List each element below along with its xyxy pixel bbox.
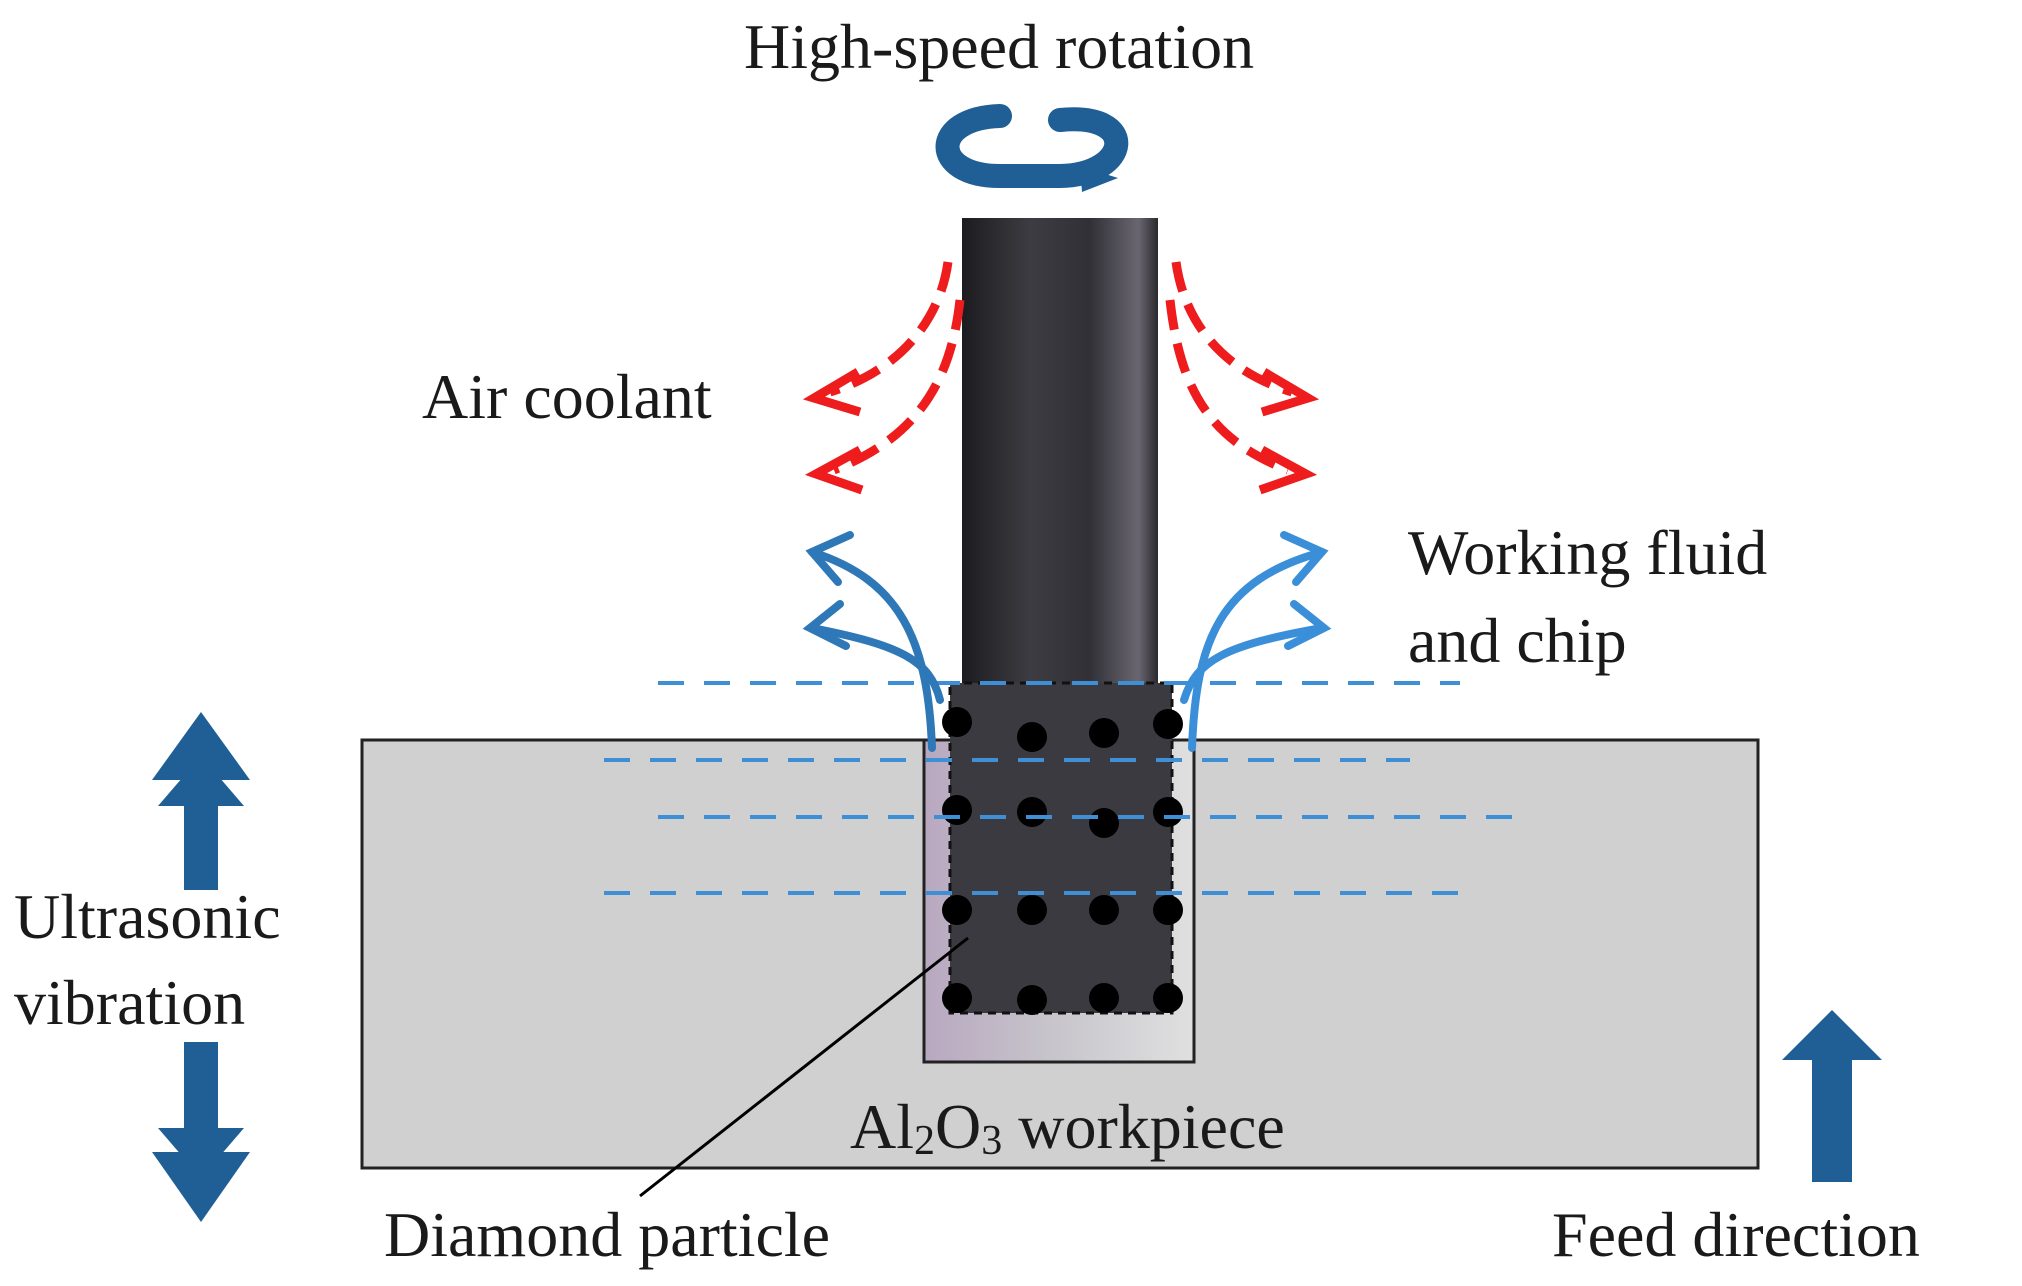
air-coolant-arrows-left <box>828 261 965 475</box>
air-coolant-arrows-right <box>1165 261 1294 475</box>
label-working-fluid-2: and chip <box>1408 605 1627 676</box>
wave-dash-lines <box>604 681 1520 895</box>
label-workpiece: Al2O3 workpiece <box>850 1091 1285 1164</box>
diamond-particles <box>942 707 1183 1015</box>
label-diamond-particle: Diamond particle <box>384 1199 830 1270</box>
label-rotation: High-speed rotation <box>744 11 1254 82</box>
label-air-coolant: Air coolant <box>422 361 712 432</box>
tool-head <box>948 681 1174 1015</box>
vibration-up-arrow-icon <box>152 712 250 890</box>
tool-shank <box>962 218 1158 688</box>
air-coolant-arrowheads-left <box>802 368 864 495</box>
label-ultrasonic-1: Ultrasonic <box>14 881 281 952</box>
vibration-down-arrow-icon <box>152 1042 250 1222</box>
label-working-fluid-1: Working fluid <box>1408 517 1767 588</box>
label-ultrasonic-2: vibration <box>14 967 245 1038</box>
working-fluid-arrows-left <box>802 531 944 752</box>
label-feed-direction: Feed direction <box>1552 1199 1920 1270</box>
feed-direction-arrow-icon <box>1782 1010 1882 1182</box>
rotation-arrow-icon <box>935 104 1129 192</box>
air-coolant-arrowheads-right <box>1258 368 1320 495</box>
diamond-leader-line <box>639 936 969 1198</box>
working-fluid-arrows-right <box>1180 531 1332 752</box>
